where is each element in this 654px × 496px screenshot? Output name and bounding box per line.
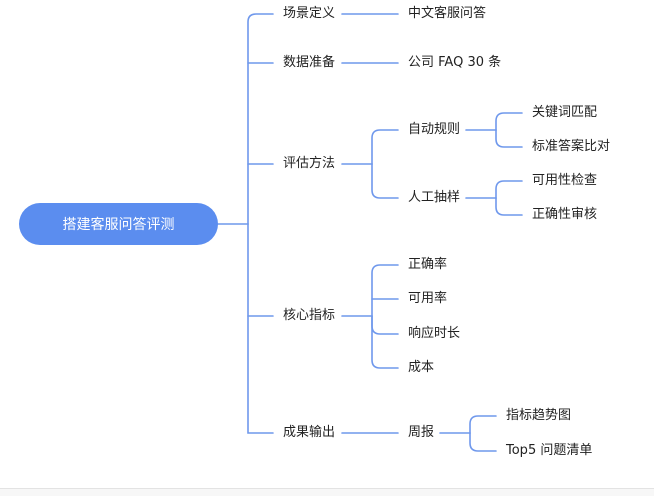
node-data-preparation[interactable]: 数据准备 xyxy=(283,55,336,70)
node-trend-chart[interactable]: 指标趋势图 xyxy=(506,408,572,423)
node-scene-definition[interactable]: 场景定义 xyxy=(283,6,336,21)
connector-report-1 xyxy=(469,415,497,434)
connector-metrics-4 xyxy=(371,315,399,369)
node-correctness-review[interactable]: 正确性审核 xyxy=(532,207,598,222)
connector-auto-1 xyxy=(495,112,523,131)
node-auto-rules[interactable]: 自动规则 xyxy=(408,122,461,137)
node-top5-list[interactable]: Top5 问题清单 xyxy=(506,443,593,458)
connector-manual-1 xyxy=(495,180,523,199)
node-evaluation-method[interactable]: 评估方法 xyxy=(283,156,336,171)
connector-spine-1 xyxy=(247,13,274,225)
connector-auto-2 xyxy=(495,129,523,148)
node-manual-sampling[interactable]: 人工抽样 xyxy=(408,190,461,205)
node-data-child[interactable]: 公司 FAQ 30 条 xyxy=(408,55,502,70)
node-metric-cost[interactable]: 成本 xyxy=(408,360,435,375)
connector-spine-2 xyxy=(247,223,274,434)
node-usability-check[interactable]: 可用性检查 xyxy=(532,173,598,188)
node-metric-latency[interactable]: 响应时长 xyxy=(408,326,461,341)
node-scene-child[interactable]: 中文客服问答 xyxy=(408,6,487,21)
connector-metrics-1 xyxy=(371,264,399,317)
node-metric-accuracy[interactable]: 正确率 xyxy=(408,257,448,272)
bottom-scroll-area xyxy=(0,488,654,496)
node-keyword-match[interactable]: 关键词匹配 xyxy=(532,105,598,120)
mindmap-root-node[interactable]: 搭建客服问答评测 xyxy=(19,203,218,245)
node-weekly-report[interactable]: 周报 xyxy=(408,425,435,440)
connector-metrics-3 xyxy=(371,315,399,335)
node-metric-usability[interactable]: 可用率 xyxy=(408,291,448,306)
connector-report-2 xyxy=(469,432,497,452)
connector-manual-2 xyxy=(495,197,523,216)
node-output[interactable]: 成果输出 xyxy=(283,425,336,440)
connector-eval-auto xyxy=(371,129,399,165)
node-core-metrics[interactable]: 核心指标 xyxy=(283,308,336,323)
node-answer-compare[interactable]: 标准答案比对 xyxy=(532,139,611,154)
connector-eval-manual xyxy=(371,163,399,199)
